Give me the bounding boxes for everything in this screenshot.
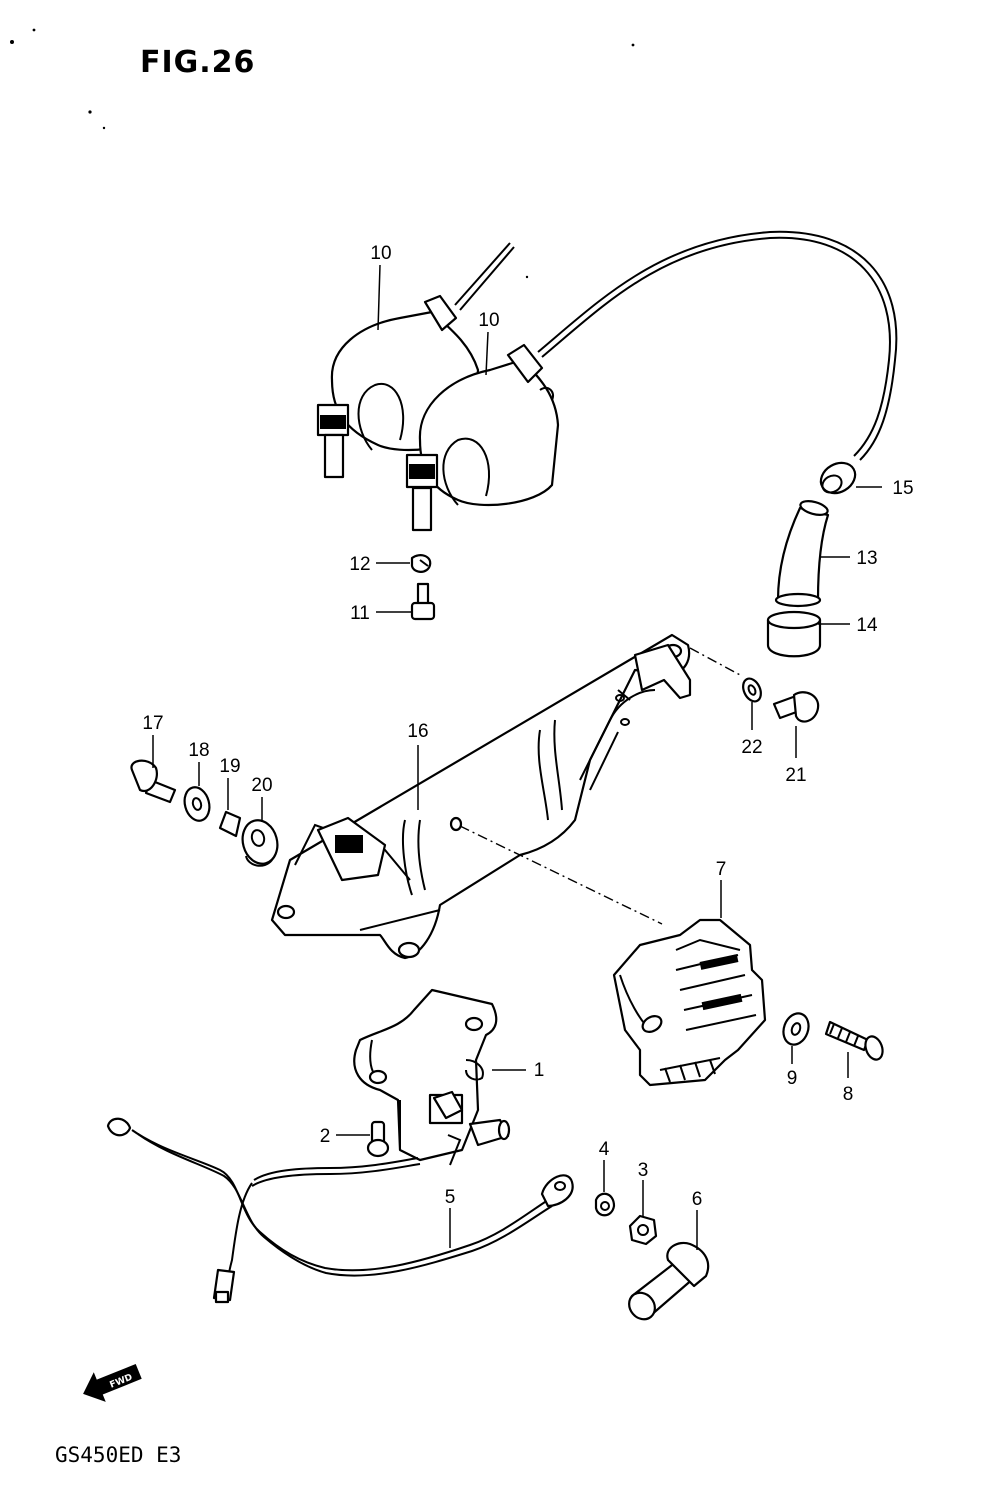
- callout-14: 14: [856, 615, 878, 636]
- lock-washer-22: [742, 677, 762, 703]
- terminal-cover-6: [628, 1241, 710, 1321]
- callout-4: 4: [599, 1139, 610, 1160]
- callout-10b: 10: [478, 310, 499, 331]
- callout-11: 11: [350, 603, 370, 624]
- fwd-arrow-icon: FWD: [83, 1363, 142, 1402]
- callout-5: 5: [445, 1187, 456, 1208]
- scan-specks: [10, 28, 635, 279]
- callout-1: 1: [534, 1060, 545, 1081]
- bolt-11: [410, 582, 436, 621]
- lock-washer-4: [594, 1192, 616, 1217]
- callout-10a: 10: [370, 243, 391, 264]
- callout-2: 2: [320, 1126, 331, 1147]
- cap-cover-15: [819, 461, 857, 495]
- callout-6: 6: [692, 1189, 703, 1210]
- callout-17: 17: [142, 713, 163, 734]
- callout-labels: 10 10 12 11 15 13 14 16 17 18 19 20 22 2…: [142, 243, 913, 1210]
- ignition-coil-b: [405, 343, 560, 532]
- model-code: GS450ED E3: [55, 1443, 181, 1467]
- callout-13: 13: [856, 548, 877, 569]
- callout-20: 20: [251, 775, 272, 796]
- callout-8: 8: [843, 1084, 854, 1105]
- alignment-lines: [459, 647, 743, 925]
- callout-3: 3: [638, 1160, 649, 1181]
- callout-7: 7: [716, 859, 727, 880]
- figure-title: FIG.26: [140, 45, 255, 80]
- clip-12: [410, 554, 432, 573]
- callout-19: 19: [219, 756, 240, 777]
- callout-18: 18: [188, 740, 209, 761]
- callout-9: 9: [787, 1068, 798, 1089]
- callout-21: 21: [785, 765, 806, 786]
- bolt-2: [366, 1120, 390, 1158]
- starter-relay-1: [353, 988, 511, 1166]
- battery-cable-5: [106, 1117, 574, 1304]
- spark-plug-lead: [537, 230, 898, 461]
- mounting-bracket-16: [270, 633, 692, 960]
- leader-lines: [152, 264, 882, 1250]
- cushion-20: [241, 819, 279, 867]
- callout-12: 12: [349, 554, 370, 575]
- callout-22: 22: [741, 737, 762, 758]
- washer-18: [183, 786, 211, 822]
- nut-3: [628, 1214, 658, 1246]
- bolt-17: [130, 759, 177, 804]
- seal-14: [766, 610, 822, 658]
- regulator-7: [612, 918, 767, 1087]
- callout-16: 16: [407, 721, 428, 742]
- screw-8: [824, 1020, 884, 1061]
- collar-19: [218, 810, 242, 838]
- plug-cap-13: [774, 500, 830, 608]
- callout-15: 15: [892, 478, 913, 499]
- bolt-21: [772, 691, 820, 723]
- washer-9: [782, 1012, 810, 1046]
